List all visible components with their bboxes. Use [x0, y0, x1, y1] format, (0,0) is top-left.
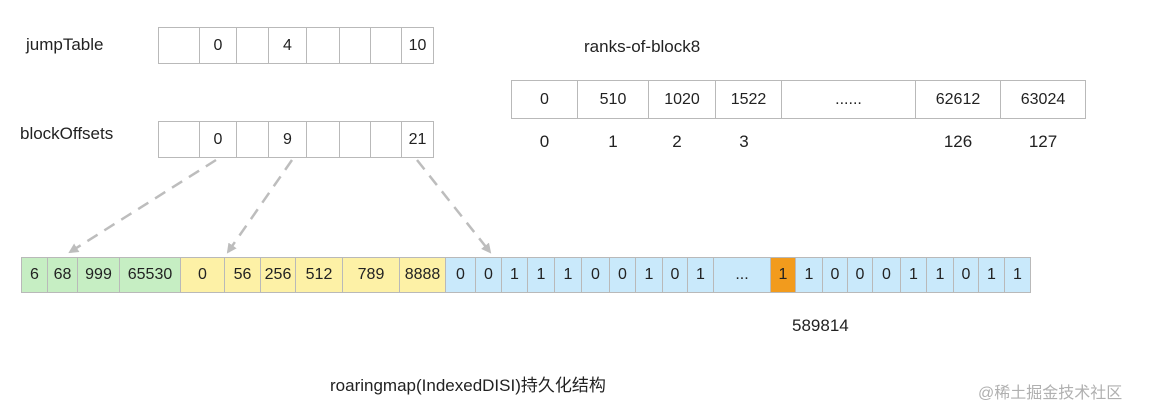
storage-cell: 1 — [635, 257, 663, 293]
storage-cell: 1 — [795, 257, 823, 293]
jumptable-cell: 10 — [401, 27, 434, 64]
blockoffsets-cell — [306, 121, 340, 158]
storage-cell: 0 — [822, 257, 848, 293]
storage-cell: 1 — [527, 257, 555, 293]
rank-index: 0 — [539, 132, 550, 151]
storage-cell: 68 — [47, 257, 78, 293]
jumptable-label: jumpTable — [26, 35, 104, 54]
storage-cell: 0 — [581, 257, 610, 293]
arrow-block1 — [226, 159, 294, 254]
storage-cell: 0 — [847, 257, 873, 293]
ranks-cell: 1522 — [715, 80, 782, 119]
storage-cell: 56 — [224, 257, 261, 293]
storage-cell: 0 — [609, 257, 636, 293]
blockoffsets-cell — [236, 121, 269, 158]
storage-cell: 0 — [475, 257, 502, 293]
arrow-block0 — [68, 158, 217, 254]
storage-cell-highlight: 1 — [770, 257, 796, 293]
ranks-cell: 510 — [577, 80, 649, 119]
ranks-cell: 1020 — [648, 80, 716, 119]
storage-cell: 65530 — [119, 257, 181, 293]
rank-index: 127 — [1028, 132, 1058, 151]
blockoffsets-cell — [339, 121, 371, 158]
blockoffsets-label: blockOffsets — [20, 124, 114, 143]
rank-index: 2 — [672, 132, 682, 151]
storage-cell: 1 — [926, 257, 954, 293]
highlight-position-label: 589814 — [792, 316, 849, 335]
storage-cell: 0 — [872, 257, 901, 293]
storage-cell: 999 — [77, 257, 120, 293]
storage-cell: 1 — [1004, 257, 1031, 293]
storage-cell: 512 — [295, 257, 343, 293]
storage-cell: 1 — [554, 257, 582, 293]
storage-cell: 1 — [501, 257, 528, 293]
storage-cell: 0 — [180, 257, 225, 293]
arrow-block2 — [416, 159, 492, 254]
storage-cell: 0 — [953, 257, 979, 293]
blockoffsets-cell — [158, 121, 200, 158]
ranks-cell: 62612 — [915, 80, 1001, 119]
rank-index: 3 — [739, 132, 749, 151]
storage-cell: 0 — [662, 257, 688, 293]
jumptable-cell — [339, 27, 371, 64]
storage-cell: 0 — [445, 257, 476, 293]
ranks-cell: ...... — [781, 80, 916, 119]
storage-cell: 256 — [260, 257, 296, 293]
ranks-title: ranks-of-block8 — [584, 37, 701, 56]
blockoffsets-cell: 21 — [401, 121, 434, 158]
storage-cell: 6 — [21, 257, 48, 293]
jumptable-cell — [306, 27, 340, 64]
caption: roaringmap(IndexedDISI)持久化结构 — [330, 376, 606, 395]
blockoffsets-cell: 9 — [268, 121, 307, 158]
storage-cell: 8888 — [399, 257, 446, 293]
storage-cell: ... — [713, 257, 771, 293]
jumptable-cell — [370, 27, 402, 64]
storage-cell: 1 — [978, 257, 1005, 293]
rank-index: 1 — [608, 132, 618, 151]
storage-cell: 1 — [687, 257, 714, 293]
blockoffsets-cell: 0 — [199, 121, 237, 158]
ranks-cell: 0 — [511, 80, 578, 119]
ranks-cell: 63024 — [1000, 80, 1086, 119]
watermark: @稀土掘金技术社区 — [978, 385, 1123, 402]
storage-cell: 789 — [342, 257, 400, 293]
rank-index: 126 — [943, 132, 973, 151]
storage-cell: 1 — [900, 257, 927, 293]
